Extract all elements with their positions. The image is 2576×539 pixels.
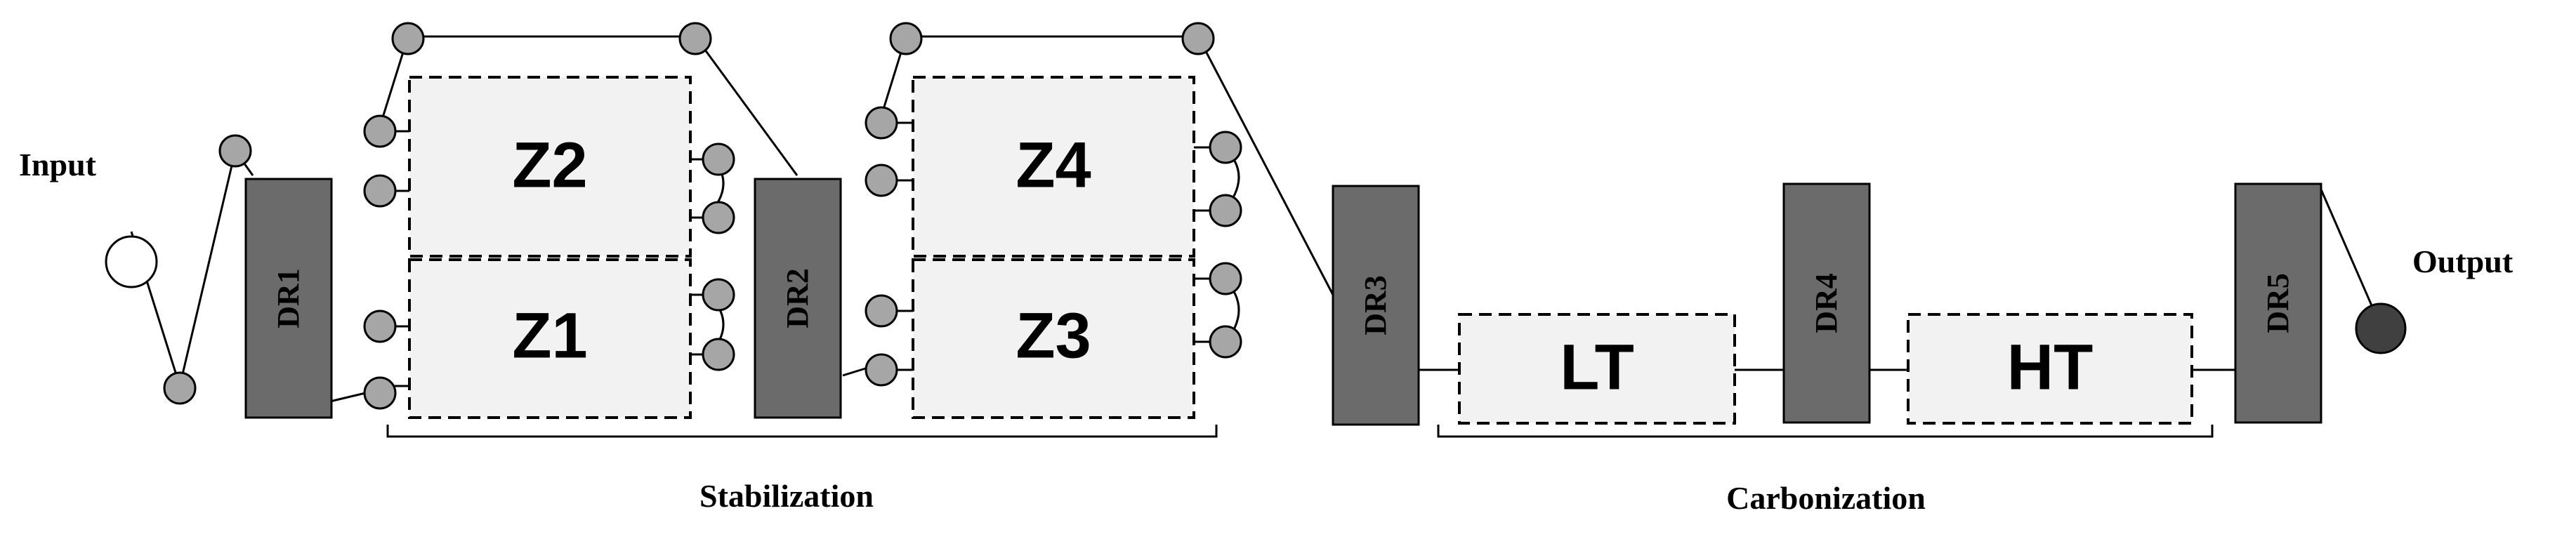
roller-stubs [393, 121, 1209, 387]
draw-roll-dr3 [1332, 185, 1420, 426]
roller [702, 338, 735, 371]
zone-ht-box [1907, 313, 2193, 425]
roller [702, 201, 735, 234]
roller [218, 134, 252, 168]
stabilization-bracket [386, 425, 1218, 438]
roller [865, 294, 898, 328]
roller [702, 278, 735, 312]
zone-z2-box [408, 76, 692, 258]
roller [1209, 262, 1242, 295]
zone-z1-box [408, 258, 692, 419]
zone-z4-label: Z4 [1016, 129, 1091, 201]
input-spool [105, 235, 158, 288]
draw-roll-dr5-label: DR5 [2261, 273, 2295, 333]
roller [363, 376, 397, 410]
roller [163, 371, 197, 405]
draw-rolls [244, 178, 2322, 426]
stabilization-label: Stabilization [699, 478, 874, 514]
draw-roll-dr4-label: DR4 [1809, 273, 1844, 333]
input-label: Input [19, 147, 97, 182]
zone-lt-box [1458, 313, 1736, 425]
roller [391, 22, 425, 55]
draw-roll-dr1 [244, 178, 333, 419]
roller [865, 164, 898, 197]
guide-rollers [163, 22, 1242, 410]
roller [1209, 194, 1242, 227]
roller [363, 310, 397, 343]
roller [865, 106, 898, 140]
roller [363, 114, 397, 148]
roller [1209, 325, 1242, 359]
draw-roll-dr2 [754, 178, 842, 419]
section-brackets [386, 425, 2214, 438]
output-label: Output [2412, 244, 2513, 279]
roller [889, 22, 923, 55]
draw-roll-dr1-label: DR1 [271, 268, 305, 328]
zone-z4-box [912, 76, 1195, 258]
zone-z2-label: Z2 [512, 129, 587, 201]
zone-z3-box [912, 258, 1195, 419]
carbonization-label: Carbonization [1726, 480, 1926, 516]
roller [678, 22, 712, 55]
zone-boxes [408, 76, 2193, 425]
roller [865, 353, 898, 387]
draw-roll-dr3-label: DR3 [1358, 275, 1393, 335]
zone-z3-label: Z3 [1016, 300, 1091, 371]
roller [1209, 131, 1242, 164]
roller [702, 142, 735, 176]
output-spool [2355, 302, 2407, 354]
draw-roll-dr4 [1782, 182, 1871, 424]
draw-roll-dr5 [2234, 182, 2322, 424]
roller [1181, 22, 1215, 55]
roller [363, 174, 397, 208]
zone-ht-label: HT [2007, 331, 2094, 403]
zone-z1-label: Z1 [512, 300, 587, 371]
draw-roll-dr2-label: DR2 [780, 268, 815, 328]
carbonization-bracket [1437, 425, 2214, 438]
zone-lt-label: LT [1560, 331, 1634, 403]
